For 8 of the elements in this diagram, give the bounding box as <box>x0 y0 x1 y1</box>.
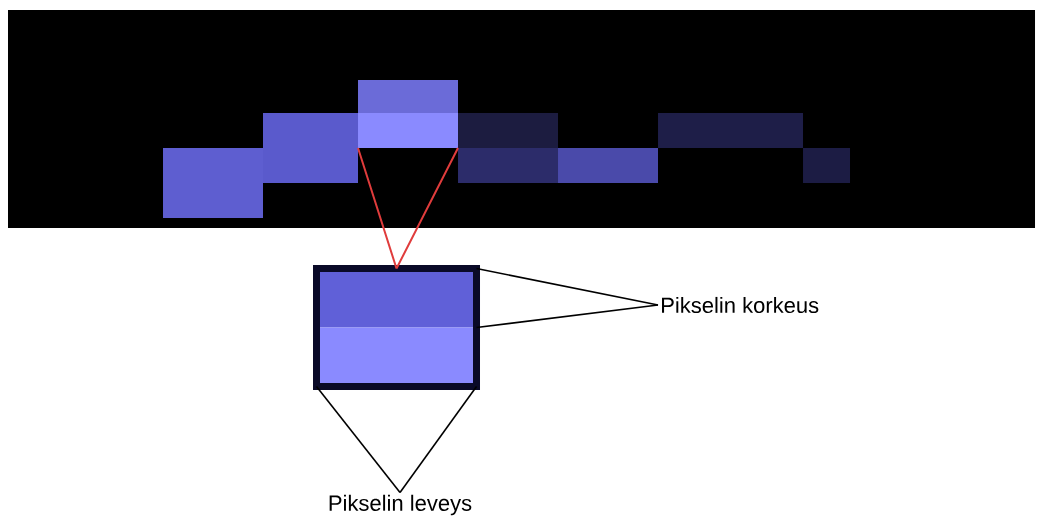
enlarged-pixel <box>313 265 480 390</box>
leader-line <box>399 385 478 494</box>
highlighted-pixel <box>358 113 458 148</box>
leader-line <box>475 304 659 329</box>
label-text: Pikselin leveys <box>329 494 472 516</box>
leader-line <box>475 267 659 306</box>
leader-line <box>315 385 401 494</box>
label-text: Pikselin korkeus <box>662 296 819 314</box>
